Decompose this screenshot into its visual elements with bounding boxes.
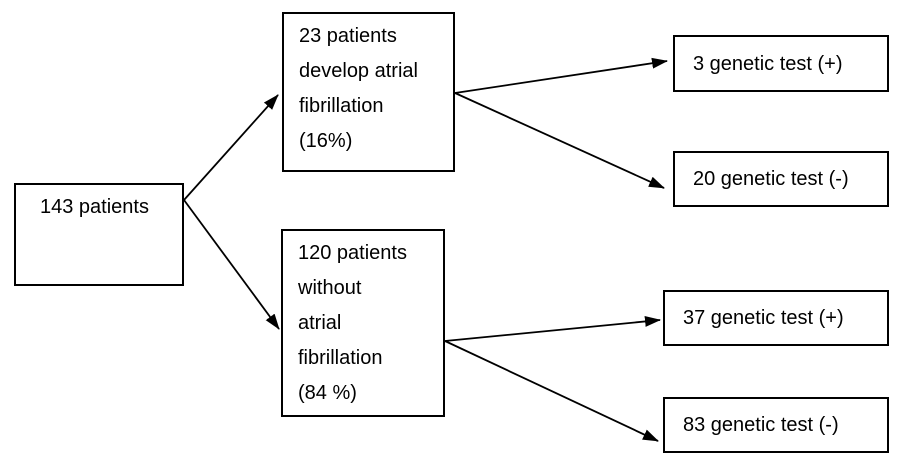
edge-total-to-no-af-arrow — [183, 199, 280, 330]
edge-total-to-af-arrow — [183, 94, 279, 201]
node-without-atrial-fibrillation-patients: 120 patients without atrial fibrillation… — [281, 229, 445, 417]
edge-af-to-genetic-positive-arrow — [454, 57, 668, 94]
edge-no-af-to-genetic-negative-arrow — [444, 340, 659, 442]
edge-af-to-genetic-negative-arrow — [454, 92, 665, 189]
edge-no-af-to-genetic-positive-arrow — [444, 315, 661, 342]
node-af-genetic-test-negative: 20 genetic test (-) — [673, 151, 889, 207]
node-no-af-genetic-test-negative: 83 genetic test (-) — [663, 397, 889, 453]
node-no-af-genetic-test-positive: 37 genetic test (+) — [663, 290, 889, 346]
node-atrial-fibrillation-patients: 23 patients develop atrial fibrillation … — [282, 12, 455, 172]
node-af-genetic-test-positive: 3 genetic test (+) — [673, 35, 889, 92]
node-total-patients: 143 patients — [14, 183, 184, 286]
